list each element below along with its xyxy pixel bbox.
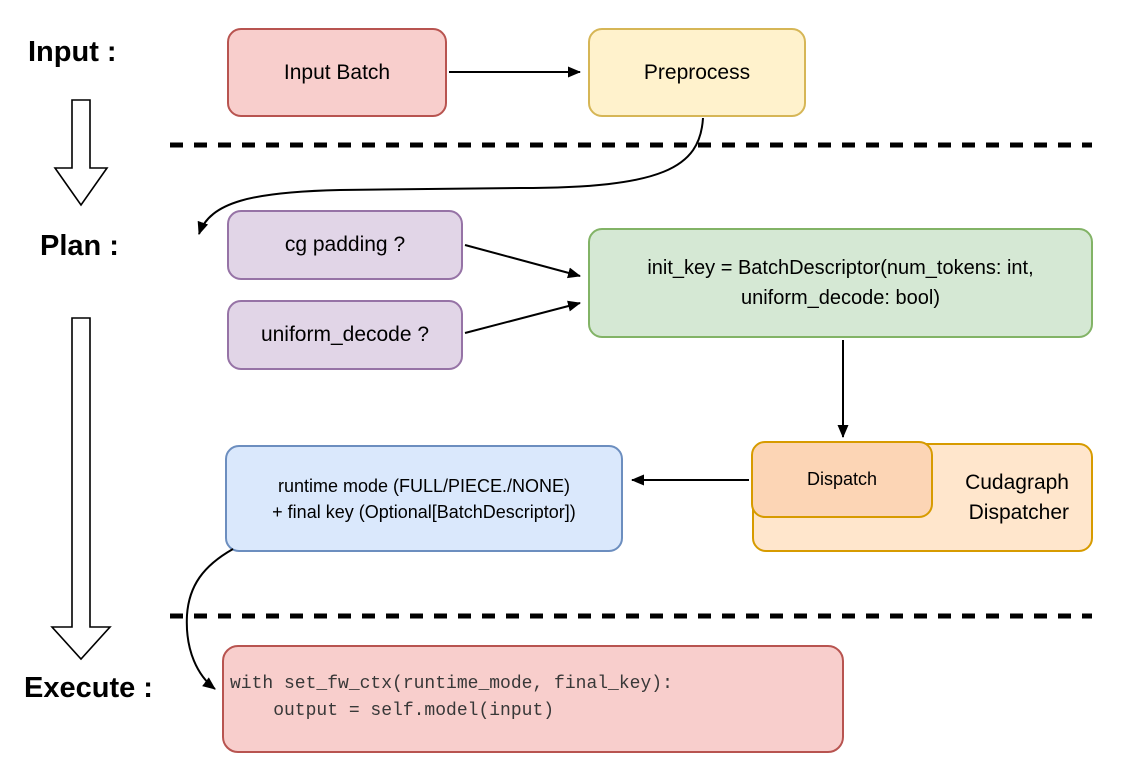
cudagraph-dispatcher-line2: Dispatcher [968,500,1069,524]
execute-code-line2: output = self.model(input) [230,701,555,721]
input-batch-node: Input Batch [227,28,447,117]
runtime-mode-node: runtime mode (FULL/PIECE./NONE) + final … [225,445,623,552]
execute-code-line1: with set_fw_ctx(runtime_mode, final_key)… [230,674,673,694]
preprocess-label: Preprocess [643,60,751,84]
input-batch-label: Input Batch [283,60,391,84]
runtime-mode-line2: + final key (Optional[BatchDescriptor]) [272,501,576,522]
init-key-line2: uniform_decode: bool) [740,287,940,309]
uniform-decode-label: uniform_decode ? [260,323,430,346]
execute-code-node: with set_fw_ctx(runtime_mode, final_key)… [222,645,844,753]
arrow-cgpadding-initkey [464,244,581,279]
cudagraph-dispatcher-line1: Cudagraph [965,470,1069,494]
preprocess-node: Preprocess [588,28,806,117]
init-key-line1: init_key = BatchDescriptor(num_tokens: i… [647,257,1034,279]
dispatch-label: Dispatch [806,469,878,489]
stage-label-execute: Execute : [24,672,153,704]
cg-padding-label: cg padding ? [284,233,406,256]
init-key-node: init_key = BatchDescriptor(num_tokens: i… [588,228,1093,338]
stage-label-input: Input : [28,36,117,68]
arrow-uniformdecode-initkey [464,300,581,334]
cg-padding-node: cg padding ? [227,210,463,280]
input-to-plan-arrow-icon [53,99,109,207]
runtime-mode-line1: runtime mode (FULL/PIECE./NONE) [277,475,571,496]
stage-label-plan: Plan : [40,230,119,262]
uniform-decode-node: uniform_decode ? [227,300,463,370]
dispatch-node: Dispatch [751,441,933,518]
plan-to-execute-arrow-icon [50,317,112,661]
